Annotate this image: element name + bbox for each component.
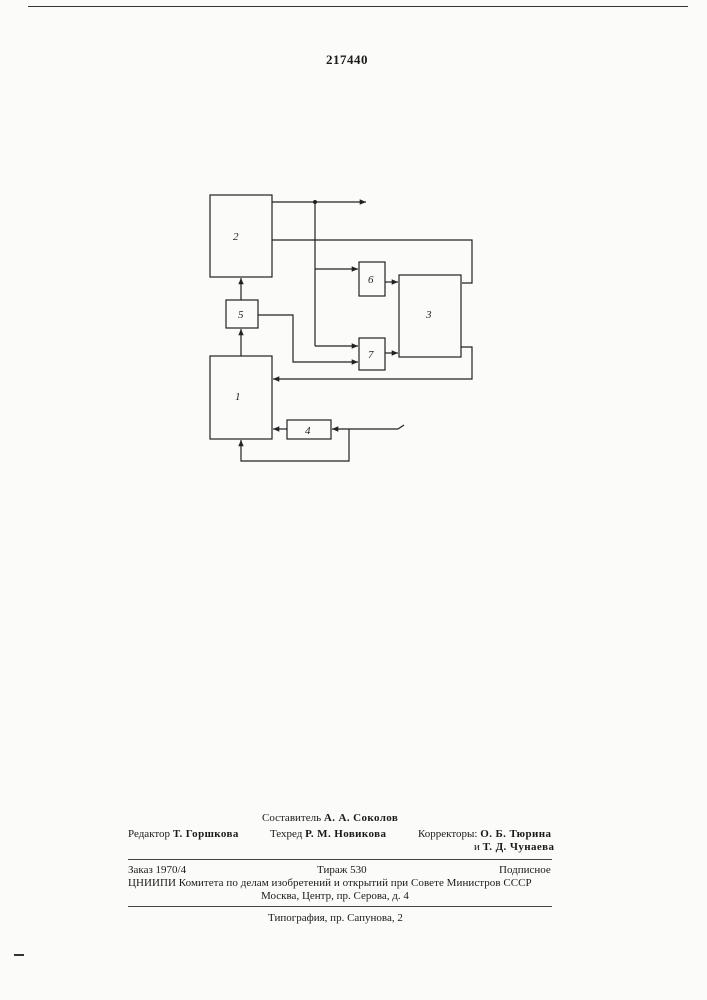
block-2-label: 2	[233, 231, 239, 243]
footer-rule-top	[128, 859, 552, 860]
block-7-label: 7	[368, 349, 374, 361]
techred-line: Техред Р. М. Новикова	[270, 828, 386, 840]
corrector2-line: и Т. Д. Чунаева	[474, 841, 554, 853]
margin-mark	[14, 954, 24, 956]
block-2-box	[210, 195, 272, 277]
block-1-label: 1	[235, 391, 241, 403]
subscription: Подписное	[499, 864, 551, 876]
compiler-line: Составитель А. А. Соколов	[262, 812, 398, 824]
techred-name: Р. М. Новикова	[305, 828, 386, 840]
block-6-label: 6	[368, 274, 374, 286]
correctors-label: Корректоры:	[418, 828, 477, 840]
techred-label: Техред	[270, 828, 302, 840]
circulation: Тираж 530	[317, 864, 367, 876]
organization-line: ЦНИИПИ Комитета по делам изобретений и о…	[128, 877, 532, 889]
block-3-label: 3	[425, 309, 432, 321]
block-1-box	[210, 356, 272, 439]
editor-label: Редактор	[128, 828, 170, 840]
corrector2-name: Т. Д. Чунаева	[483, 841, 555, 853]
printer-line: Типография, пр. Сапунова, 2	[268, 912, 403, 924]
address-line: Москва, Центр, пр. Серова, д. 4	[261, 890, 409, 902]
compiler-name: А. А. Соколов	[324, 812, 398, 824]
correctors-line: Корректоры: О. Б. Тюрина	[418, 828, 551, 840]
corrector2-prefix: и	[474, 841, 480, 853]
block-5-label: 5	[238, 309, 244, 321]
editor-line: Редактор Т. Горшкова	[128, 828, 239, 840]
corrector1-name: О. Б. Тюрина	[480, 828, 551, 840]
footer-rule-bottom	[128, 906, 552, 907]
order-number: Заказ 1970/4	[128, 864, 186, 876]
editor-name: Т. Горшкова	[173, 828, 239, 840]
compiler-label: Составитель	[262, 812, 321, 824]
block-4-label: 4	[305, 425, 311, 437]
